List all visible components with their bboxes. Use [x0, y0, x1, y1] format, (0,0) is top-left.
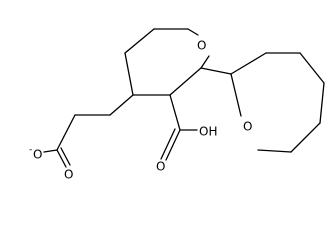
carboxylate-oxygen-label: O — [64, 168, 73, 182]
bond — [187, 28, 199, 36]
bond — [200, 55, 210, 69]
ring-oxygen-label: O — [197, 39, 206, 53]
bond — [124, 28, 155, 54]
bond — [230, 73, 242, 117]
bond — [230, 52, 267, 75]
bond — [160, 128, 176, 160]
bond — [290, 122, 321, 153]
upper-oxepane-ring — [124, 28, 210, 96]
bond — [169, 94, 181, 131]
propanoate-side-chain — [43, 94, 134, 168]
bond — [43, 149, 58, 153]
negative-charge-label: - — [29, 145, 32, 155]
carboxylic-acid-oxygen-label: O — [156, 160, 165, 174]
carboxylate-oxygen-label: O — [33, 148, 42, 162]
ring-link-bond — [200, 67, 232, 75]
bond — [165, 129, 181, 161]
chemical-structure: O O OH O O - O — [29, 28, 325, 182]
bond — [60, 147, 71, 166]
bond — [169, 67, 202, 96]
bond — [299, 52, 325, 84]
lower-oxepane-ring — [230, 52, 325, 153]
bond — [124, 52, 134, 96]
bond — [56, 114, 76, 151]
bond — [56, 149, 67, 168]
bond — [109, 94, 134, 116]
ring-oxygen-label: O — [243, 120, 252, 134]
bond — [319, 82, 325, 124]
carboxylic-acid-hydroxyl-label: OH — [199, 125, 217, 139]
carboxylic-acid-group — [160, 94, 198, 161]
bond — [257, 149, 292, 153]
